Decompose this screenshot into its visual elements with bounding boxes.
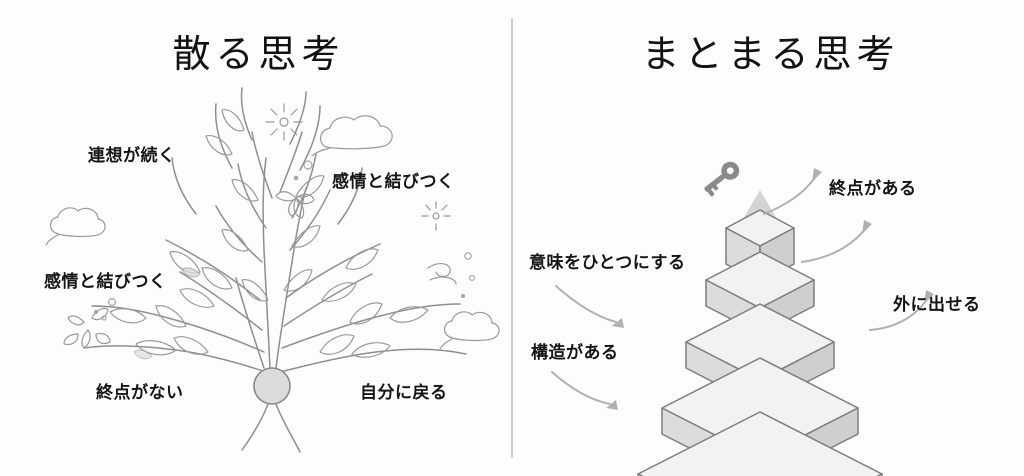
pyramid-tier-1 [725,209,795,283]
arrow-has-structure-head [606,400,618,410]
label-unify-meaning: 意味をひとつにする [529,253,686,272]
pyramid-tier-4 [661,357,859,476]
panel-scattered-thought: 散る思考 [44,34,500,453]
arrow-has-structure [551,371,611,405]
label-has-structure: 構造がある [531,343,619,362]
pyramid-tier-2 [705,251,815,335]
panel-structured-thought: まとまる思考 [512,0,1024,476]
label-links-to-emotion-top: 感情と結びつく [332,172,455,191]
label-no-endpoint: 終点がない [96,383,184,402]
label-has-endpoint: 終点がある [829,179,917,198]
arrow-to-apex [763,175,817,215]
tree-root-node [253,367,291,405]
page-title-right: まとまる思考 [641,34,900,76]
key-icon [704,161,740,197]
label-links-to-emotion-left: 感情と結びつく [44,272,167,291]
pyramid-tier-3 [685,303,835,407]
pyramid-apex-triangle [726,190,794,248]
label-returns-to-self: 自分に戻る [360,383,448,402]
page-title-left: 散る思考 [172,34,345,76]
arrow-to-endpoint-head [862,220,872,234]
label-can-externalize: 外に出せる [893,295,981,314]
pyramid-tier-5 [637,411,883,476]
panel-divider [511,18,513,458]
label-association-continues: 連想が続く [88,146,176,165]
arrow-to-endpoint [801,227,867,263]
arrow-unify-meaning [555,285,617,323]
arrow-to-apex-head [812,168,822,182]
arrow-unify-meaning-head [612,318,624,328]
